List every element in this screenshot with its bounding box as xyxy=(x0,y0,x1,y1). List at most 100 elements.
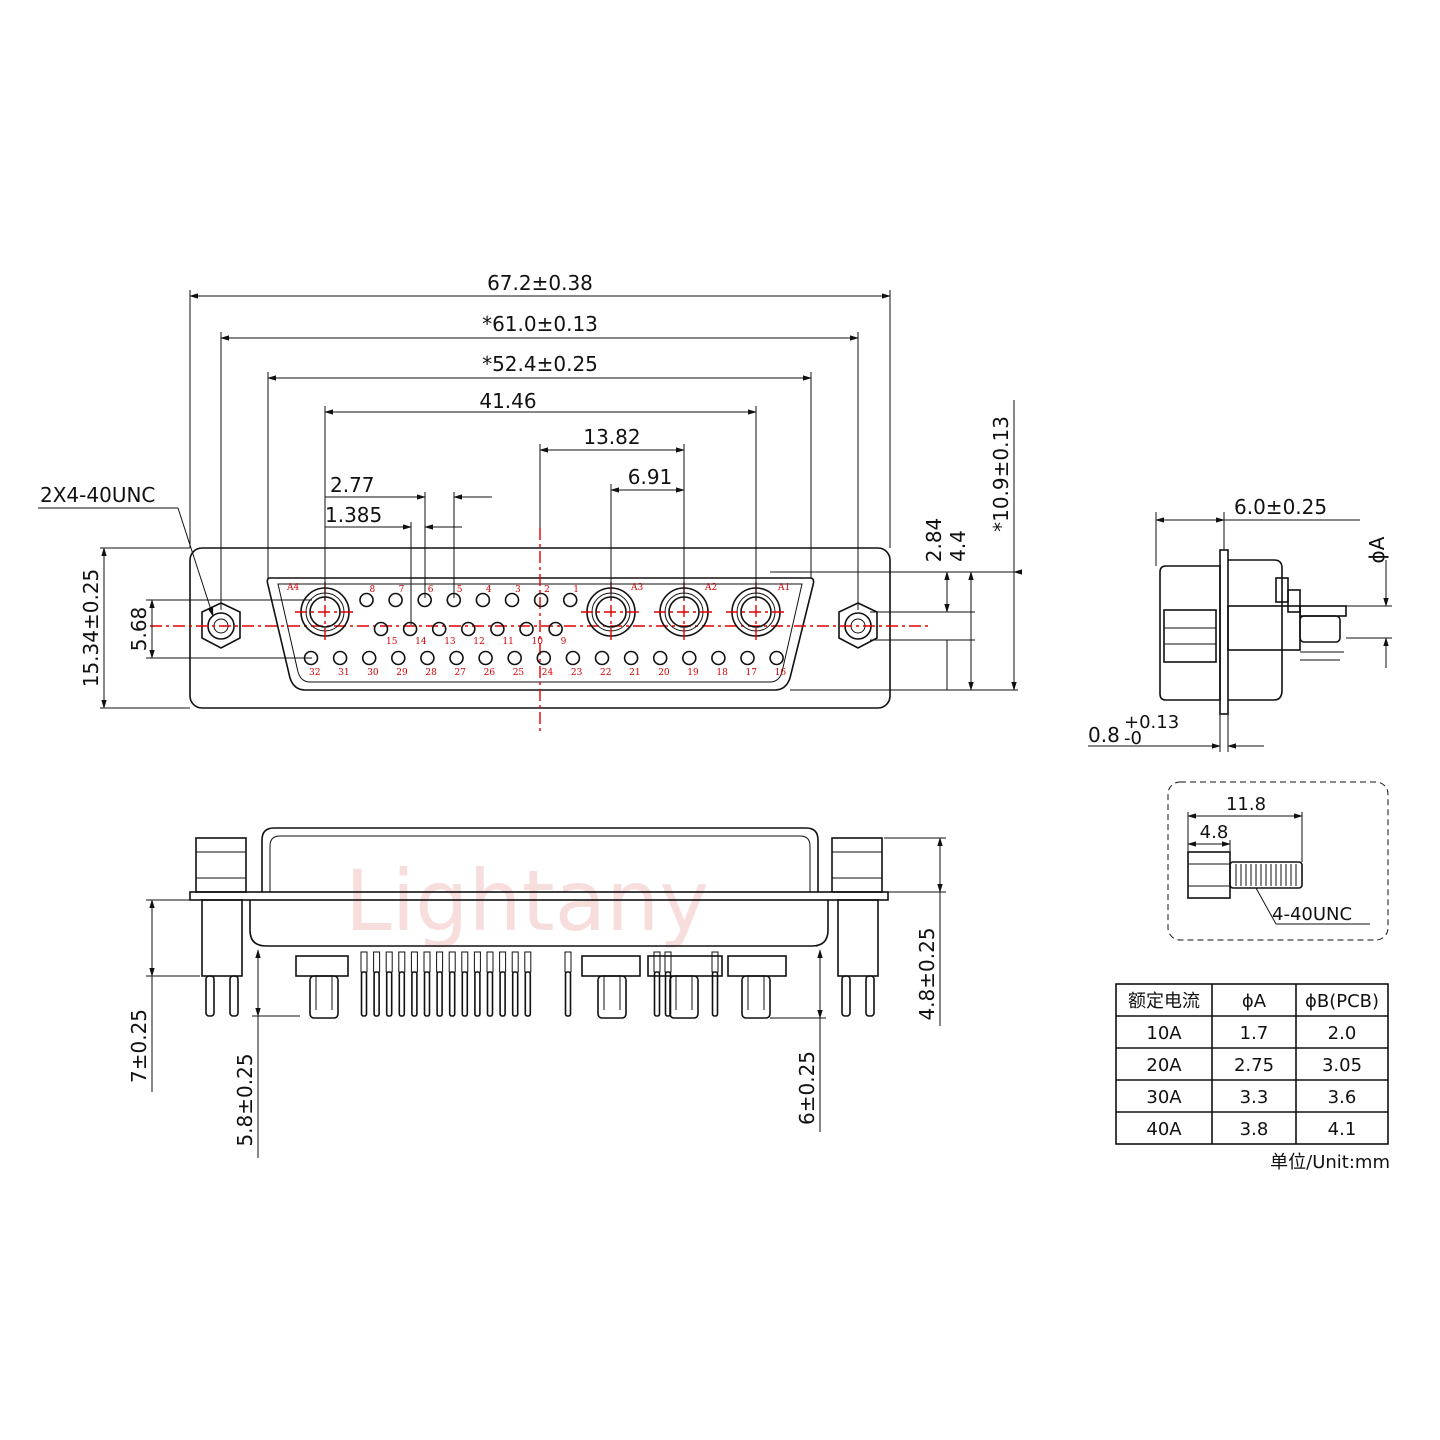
pin-shoulder xyxy=(473,951,481,973)
signal-pin xyxy=(623,650,639,666)
signal-pin xyxy=(681,650,697,666)
pin-leg xyxy=(461,971,469,1017)
detail-view: 11.8 4.8 4-40UNC xyxy=(1167,781,1389,941)
coax-terminal-pin xyxy=(741,975,771,1019)
signal-pins xyxy=(303,592,784,666)
pin-shoulder xyxy=(423,951,431,973)
pin-number-label: 2 xyxy=(544,585,550,595)
thread-callout: 2X4-40UNC xyxy=(40,483,155,507)
coax-contacts xyxy=(295,582,786,642)
detail-frame xyxy=(1167,781,1389,941)
dim-flange-tol-lower: -0 xyxy=(1124,728,1142,749)
signal-pin xyxy=(420,650,435,666)
bottom-shell xyxy=(261,827,819,892)
signal-pin xyxy=(536,650,552,666)
signal-pin xyxy=(373,621,389,637)
dim-coax-pitch: 6.91 xyxy=(628,465,673,489)
side-plug-body xyxy=(1159,565,1221,701)
dim-flange-tol-upper: +0.13 xyxy=(1124,712,1179,733)
dim-row-spacing: 5.68 xyxy=(127,607,151,652)
dim-shell-height: *10.9±0.13 xyxy=(989,416,1013,532)
pin-number-label: 9 xyxy=(561,637,567,647)
pin-shoulder xyxy=(360,951,368,973)
signal-pin xyxy=(361,650,377,666)
table-cell: 3.05 xyxy=(1322,1055,1362,1076)
pin-shoulder xyxy=(653,951,661,973)
spec-table-border xyxy=(1115,983,1389,1145)
pin-number-label: 23 xyxy=(571,668,583,678)
dim-overall-height: 15.34±0.25 xyxy=(79,569,103,688)
pin-leg xyxy=(436,971,443,1017)
pin-number-label: 1 xyxy=(573,585,579,595)
pin-number-label: 14 xyxy=(415,637,427,647)
dim-detail-head: 4.8 xyxy=(1200,822,1229,843)
coax-terminal-pin xyxy=(309,975,339,1019)
pin-number-label: 3 xyxy=(515,585,521,595)
signal-pin xyxy=(769,650,784,666)
pin-leg xyxy=(499,971,506,1017)
dim-detail-thread: 4-40UNC xyxy=(1272,904,1352,925)
signal-pin xyxy=(388,592,403,608)
table-header-dia-a: ϕA xyxy=(1242,991,1267,1012)
side-flange xyxy=(1219,549,1229,715)
pin-leg xyxy=(524,971,532,1017)
dim-pin-length-right: 6±0.25 xyxy=(795,1051,819,1125)
dim-detail-length: 11.8 xyxy=(1226,794,1266,815)
right-hex-post xyxy=(831,837,883,893)
coax-terminal-block xyxy=(295,955,349,977)
pin-number-label: 25 xyxy=(513,668,525,678)
pin-leg xyxy=(486,971,494,1017)
signal-pin xyxy=(449,650,464,666)
bottom-view: 7±0.25 5.8±0.25 6±0.25 4.8±0.25 xyxy=(127,827,946,1158)
signal-pin xyxy=(562,592,578,608)
dim-4-4: 4.4 xyxy=(946,530,970,562)
pin-number-label: 5 xyxy=(457,585,463,595)
pin-leg xyxy=(474,971,481,1017)
pin-leg xyxy=(411,971,418,1017)
pin-number-label: 8 xyxy=(370,585,376,595)
pin-number-label: 28 xyxy=(425,668,437,678)
signal-pin xyxy=(332,650,348,666)
table-cell: 40A xyxy=(1146,1119,1182,1140)
pin-number-label: 11 xyxy=(502,637,513,647)
table-header-dia-b: ϕB(PCB) xyxy=(1305,991,1379,1012)
pin-shoulder xyxy=(448,951,456,973)
table-cell: 4.1 xyxy=(1328,1119,1357,1140)
pin-shoulder xyxy=(524,951,532,973)
signal-pin xyxy=(478,650,493,666)
table-cell: 3.6 xyxy=(1328,1087,1357,1108)
spec-table: 额定电流 ϕA ϕB(PCB) 10A 1.7 2.0 20A 2.75 3.0… xyxy=(1115,983,1390,1173)
pin-shoulder xyxy=(398,951,406,973)
pin-leg xyxy=(511,971,519,1017)
signal-pin xyxy=(359,592,374,608)
pin-shoulder xyxy=(511,951,519,973)
detail-thread xyxy=(1229,861,1303,889)
pin-number-label: 32 xyxy=(309,668,320,678)
pin-number-label: 6 xyxy=(428,585,434,595)
signal-pin xyxy=(711,650,726,666)
watermark-text: Lightany xyxy=(345,852,709,950)
table-cell: 1.7 xyxy=(1240,1023,1269,1044)
pin-number-label: 27 xyxy=(455,668,467,678)
dim-coax-pitch-double: 13.82 xyxy=(583,425,640,449)
bottom-flange xyxy=(189,891,889,901)
pin-leg xyxy=(373,971,380,1017)
table-cell: 2.75 xyxy=(1234,1055,1274,1076)
pin-number-label: 18 xyxy=(716,668,728,678)
pin-number-label: 22 xyxy=(600,668,611,678)
pin-leg xyxy=(423,971,431,1017)
coax-terminal-pin xyxy=(597,975,627,1019)
pin-number-label: 16 xyxy=(775,668,787,678)
dim-coax-span: 41.46 xyxy=(479,389,536,413)
pin-shoulder xyxy=(385,951,393,973)
dim-overall-width: 67.2±0.38 xyxy=(487,271,593,295)
dim-pin-length-left: 5.8±0.25 xyxy=(233,1053,257,1146)
pin-shoulder xyxy=(499,951,507,973)
side-rear-housing xyxy=(1228,559,1283,701)
dim-side-depth: 6.0±0.25 xyxy=(1234,495,1327,519)
dim-pin-pitch: 1.385 xyxy=(325,503,382,527)
signal-pin xyxy=(519,621,534,637)
coax-terminal-block xyxy=(727,955,787,977)
